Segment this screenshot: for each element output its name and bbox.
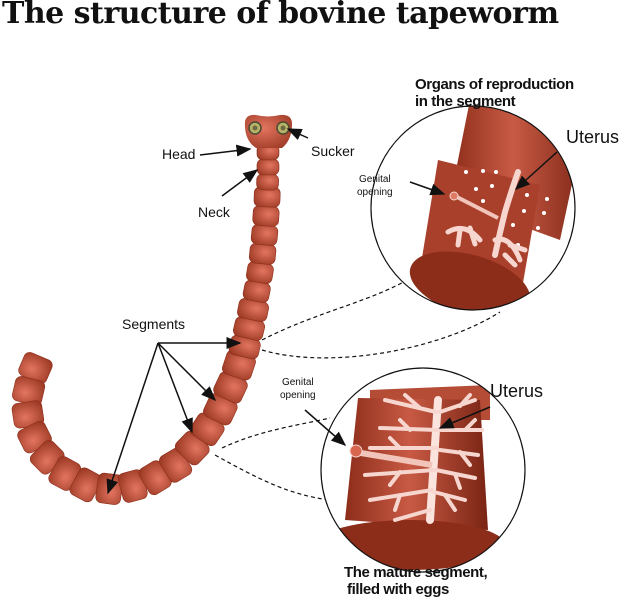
mature-uterus-label: Uterus bbox=[490, 381, 544, 401]
genital-line2: opening bbox=[357, 187, 393, 198]
mature-caption-line2: filled with eggs bbox=[347, 581, 449, 598]
reproduction-segment-detail bbox=[370, 105, 576, 311]
tapeworm-body bbox=[11, 143, 281, 505]
label-sucker: Sucker bbox=[311, 143, 355, 159]
label-neck: Neck bbox=[198, 204, 230, 220]
reproduction-caption: Organs of reproduction in the segment bbox=[415, 76, 574, 110]
worm-segment bbox=[248, 242, 277, 265]
sucker-icon bbox=[248, 121, 290, 135]
page-title: The structure of bovine tapeworm bbox=[2, 0, 559, 31]
genital-line2: opening bbox=[280, 390, 316, 401]
reproduction-uterus-label: Uterus bbox=[566, 127, 620, 147]
reproduction-caption-line1: Organs of reproduction bbox=[415, 76, 574, 93]
mature-segment-detail bbox=[304, 367, 526, 573]
label-arrows bbox=[106, 128, 309, 495]
worm-segment bbox=[250, 223, 279, 246]
mature-caption-line1: The mature segment, bbox=[344, 564, 488, 581]
genital-line1: Genital bbox=[358, 174, 391, 185]
mature-genital-label: Genital opening bbox=[280, 376, 316, 402]
genital-line1: Genital bbox=[281, 377, 314, 388]
reproduction-caption-line2: in the segment bbox=[415, 93, 516, 110]
tapeworm-head bbox=[244, 114, 292, 148]
label-segments: Segments bbox=[122, 316, 186, 332]
label-head: Head bbox=[162, 146, 196, 162]
worm-segment bbox=[252, 205, 280, 227]
worm-segment bbox=[256, 173, 279, 191]
mature-caption: The mature segment, filled with eggs bbox=[344, 564, 488, 598]
worm-segment bbox=[256, 158, 280, 176]
reproduction-genital-label: Genital opening bbox=[357, 173, 393, 199]
